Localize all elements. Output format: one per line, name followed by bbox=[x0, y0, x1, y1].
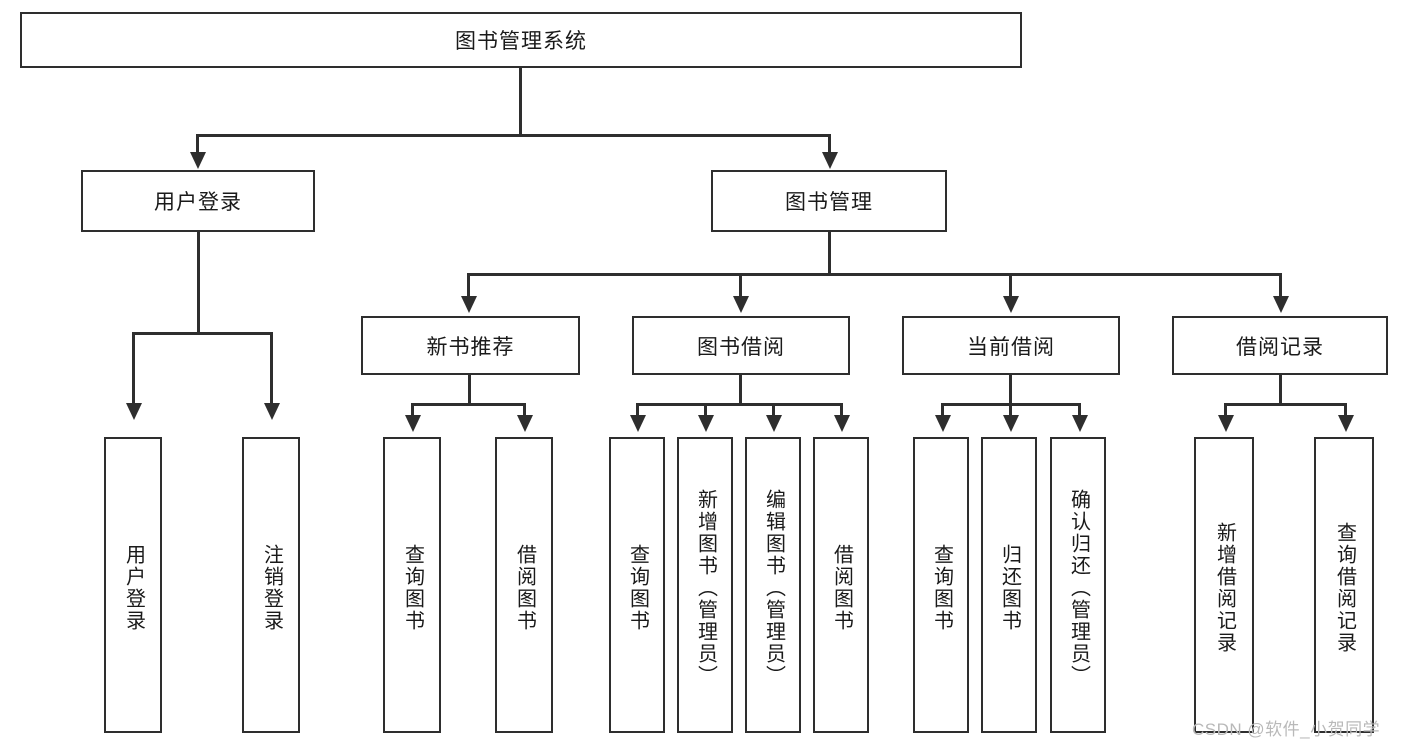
node-label: 确认归还（管理员） bbox=[1067, 489, 1090, 687]
edge-root-bar bbox=[197, 134, 830, 137]
node-label: 新书推荐 bbox=[426, 335, 515, 359]
edge-bb-to-leaf-2 bbox=[704, 403, 707, 417]
edge-nb-to-leaf-1 bbox=[411, 403, 414, 417]
arrow-bb-to-leaf-4 bbox=[834, 415, 850, 432]
arrow-root-to-user-login bbox=[190, 152, 206, 169]
node-label: 借阅图书 bbox=[830, 544, 853, 632]
edge-br-to-leaf-2 bbox=[1344, 403, 1347, 417]
leaf-borrow-record-1[interactable]: 新增借阅记录 bbox=[1194, 437, 1254, 733]
node-label: 注销登录 bbox=[260, 544, 283, 632]
edge-br-to-leaf-1 bbox=[1224, 403, 1227, 417]
edge-cb-to-leaf-1 bbox=[941, 403, 944, 417]
leaf-new-book-2[interactable]: 借阅图书 bbox=[495, 437, 553, 733]
node-label: 图书管理 bbox=[785, 191, 873, 214]
edge-book-management-bar bbox=[468, 273, 1282, 276]
edge-nb-to-leaf-2 bbox=[523, 403, 526, 417]
node-current-borrow[interactable]: 当前借阅 bbox=[902, 316, 1120, 375]
node-label: 图书管理系统 bbox=[455, 30, 587, 53]
leaf-book-borrow-1[interactable]: 查询图书 bbox=[609, 437, 665, 733]
node-label: 查询图书 bbox=[626, 544, 649, 632]
edge-new-book-bar bbox=[412, 403, 526, 406]
edge-bb-to-leaf-3 bbox=[772, 403, 775, 417]
node-label: 查询借阅记录 bbox=[1333, 522, 1356, 654]
edge-user-login-to-leaf-1 bbox=[132, 332, 135, 405]
arrow-cb-to-leaf-2 bbox=[1003, 415, 1019, 432]
arrow-br-to-leaf-1 bbox=[1218, 415, 1234, 432]
node-label: 新增图书（管理员） bbox=[694, 489, 717, 687]
arrow-bm-to-book-borrow bbox=[733, 296, 749, 313]
node-book-management[interactable]: 图书管理 bbox=[711, 170, 947, 232]
edge-root-to-user-login bbox=[196, 134, 199, 154]
node-label: 查询图书 bbox=[401, 544, 424, 632]
node-label: 新增借阅记录 bbox=[1213, 522, 1236, 654]
leaf-book-borrow-2[interactable]: 新增图书（管理员） bbox=[677, 437, 733, 733]
arrow-nb-to-leaf-1 bbox=[405, 415, 421, 432]
edge-bm-to-borrow-record bbox=[1279, 273, 1282, 298]
watermark-text: CSDN @软件_小贺同学 bbox=[1192, 720, 1381, 739]
arrow-user-login-to-leaf-1 bbox=[126, 403, 142, 420]
arrow-bb-to-leaf-2 bbox=[698, 415, 714, 432]
edge-cb-to-leaf-3 bbox=[1078, 403, 1081, 417]
edge-book-borrow-bar bbox=[637, 403, 842, 406]
edge-user-login-to-leaf-2 bbox=[270, 332, 273, 405]
arrow-root-to-book-management bbox=[822, 152, 838, 169]
arrow-cb-to-leaf-3 bbox=[1072, 415, 1088, 432]
edge-new-book-stem bbox=[468, 375, 471, 405]
node-label: 借阅图书 bbox=[513, 544, 536, 632]
edge-bm-to-current-borrow bbox=[1009, 273, 1012, 298]
edge-current-borrow-stem bbox=[1009, 375, 1012, 405]
edge-root-stem bbox=[519, 68, 522, 136]
edge-bb-to-leaf-4 bbox=[840, 403, 843, 417]
node-label: 编辑图书（管理员） bbox=[762, 489, 785, 687]
edge-root-to-book-management bbox=[828, 134, 831, 154]
node-label: 当前借阅 bbox=[967, 335, 1055, 359]
edge-user-login-stem bbox=[197, 232, 200, 334]
edge-bm-to-new-book bbox=[467, 273, 470, 298]
edge-borrow-record-bar bbox=[1225, 403, 1346, 406]
node-user-login[interactable]: 用户登录 bbox=[81, 170, 315, 232]
arrow-nb-to-leaf-2 bbox=[517, 415, 533, 432]
node-label: 用户登录 bbox=[154, 191, 242, 214]
leaf-book-borrow-3[interactable]: 编辑图书（管理员） bbox=[745, 437, 801, 733]
node-label: 查询图书 bbox=[930, 544, 953, 632]
arrow-bb-to-leaf-3 bbox=[766, 415, 782, 432]
node-borrow-record[interactable]: 借阅记录 bbox=[1172, 316, 1388, 375]
arrow-bm-to-new-book bbox=[461, 296, 477, 313]
leaf-borrow-record-2[interactable]: 查询借阅记录 bbox=[1314, 437, 1374, 733]
node-new-book-recommend[interactable]: 新书推荐 bbox=[361, 316, 580, 375]
leaf-current-borrow-3[interactable]: 确认归还（管理员） bbox=[1050, 437, 1106, 733]
leaf-user-login-1[interactable]: 用户登录 bbox=[104, 437, 162, 733]
arrow-br-to-leaf-2 bbox=[1338, 415, 1354, 432]
arrow-bb-to-leaf-1 bbox=[630, 415, 646, 432]
edge-bm-to-book-borrow bbox=[739, 273, 742, 298]
arrow-cb-to-leaf-1 bbox=[935, 415, 951, 432]
edge-borrow-record-stem bbox=[1279, 375, 1282, 405]
leaf-new-book-1[interactable]: 查询图书 bbox=[383, 437, 441, 733]
leaf-current-borrow-2[interactable]: 归还图书 bbox=[981, 437, 1037, 733]
node-book-borrow[interactable]: 图书借阅 bbox=[632, 316, 850, 375]
node-label: 借阅记录 bbox=[1236, 335, 1324, 359]
leaf-current-borrow-1[interactable]: 查询图书 bbox=[913, 437, 969, 733]
arrow-bm-to-borrow-record bbox=[1273, 296, 1289, 313]
edge-book-management-stem bbox=[828, 232, 831, 276]
leaf-book-borrow-4[interactable]: 借阅图书 bbox=[813, 437, 869, 733]
node-label: 归还图书 bbox=[998, 544, 1021, 632]
edge-user-login-bar bbox=[133, 332, 273, 335]
edge-book-borrow-stem bbox=[739, 375, 742, 405]
edge-cb-to-leaf-2 bbox=[1009, 403, 1012, 417]
node-root-book-management-system[interactable]: 图书管理系统 bbox=[20, 12, 1022, 68]
edge-bb-to-leaf-1 bbox=[636, 403, 639, 417]
arrow-bm-to-current-borrow bbox=[1003, 296, 1019, 313]
node-label: 图书借阅 bbox=[697, 335, 785, 359]
leaf-user-login-2[interactable]: 注销登录 bbox=[242, 437, 300, 733]
arrow-user-login-to-leaf-2 bbox=[264, 403, 280, 420]
node-label: 用户登录 bbox=[122, 544, 145, 632]
